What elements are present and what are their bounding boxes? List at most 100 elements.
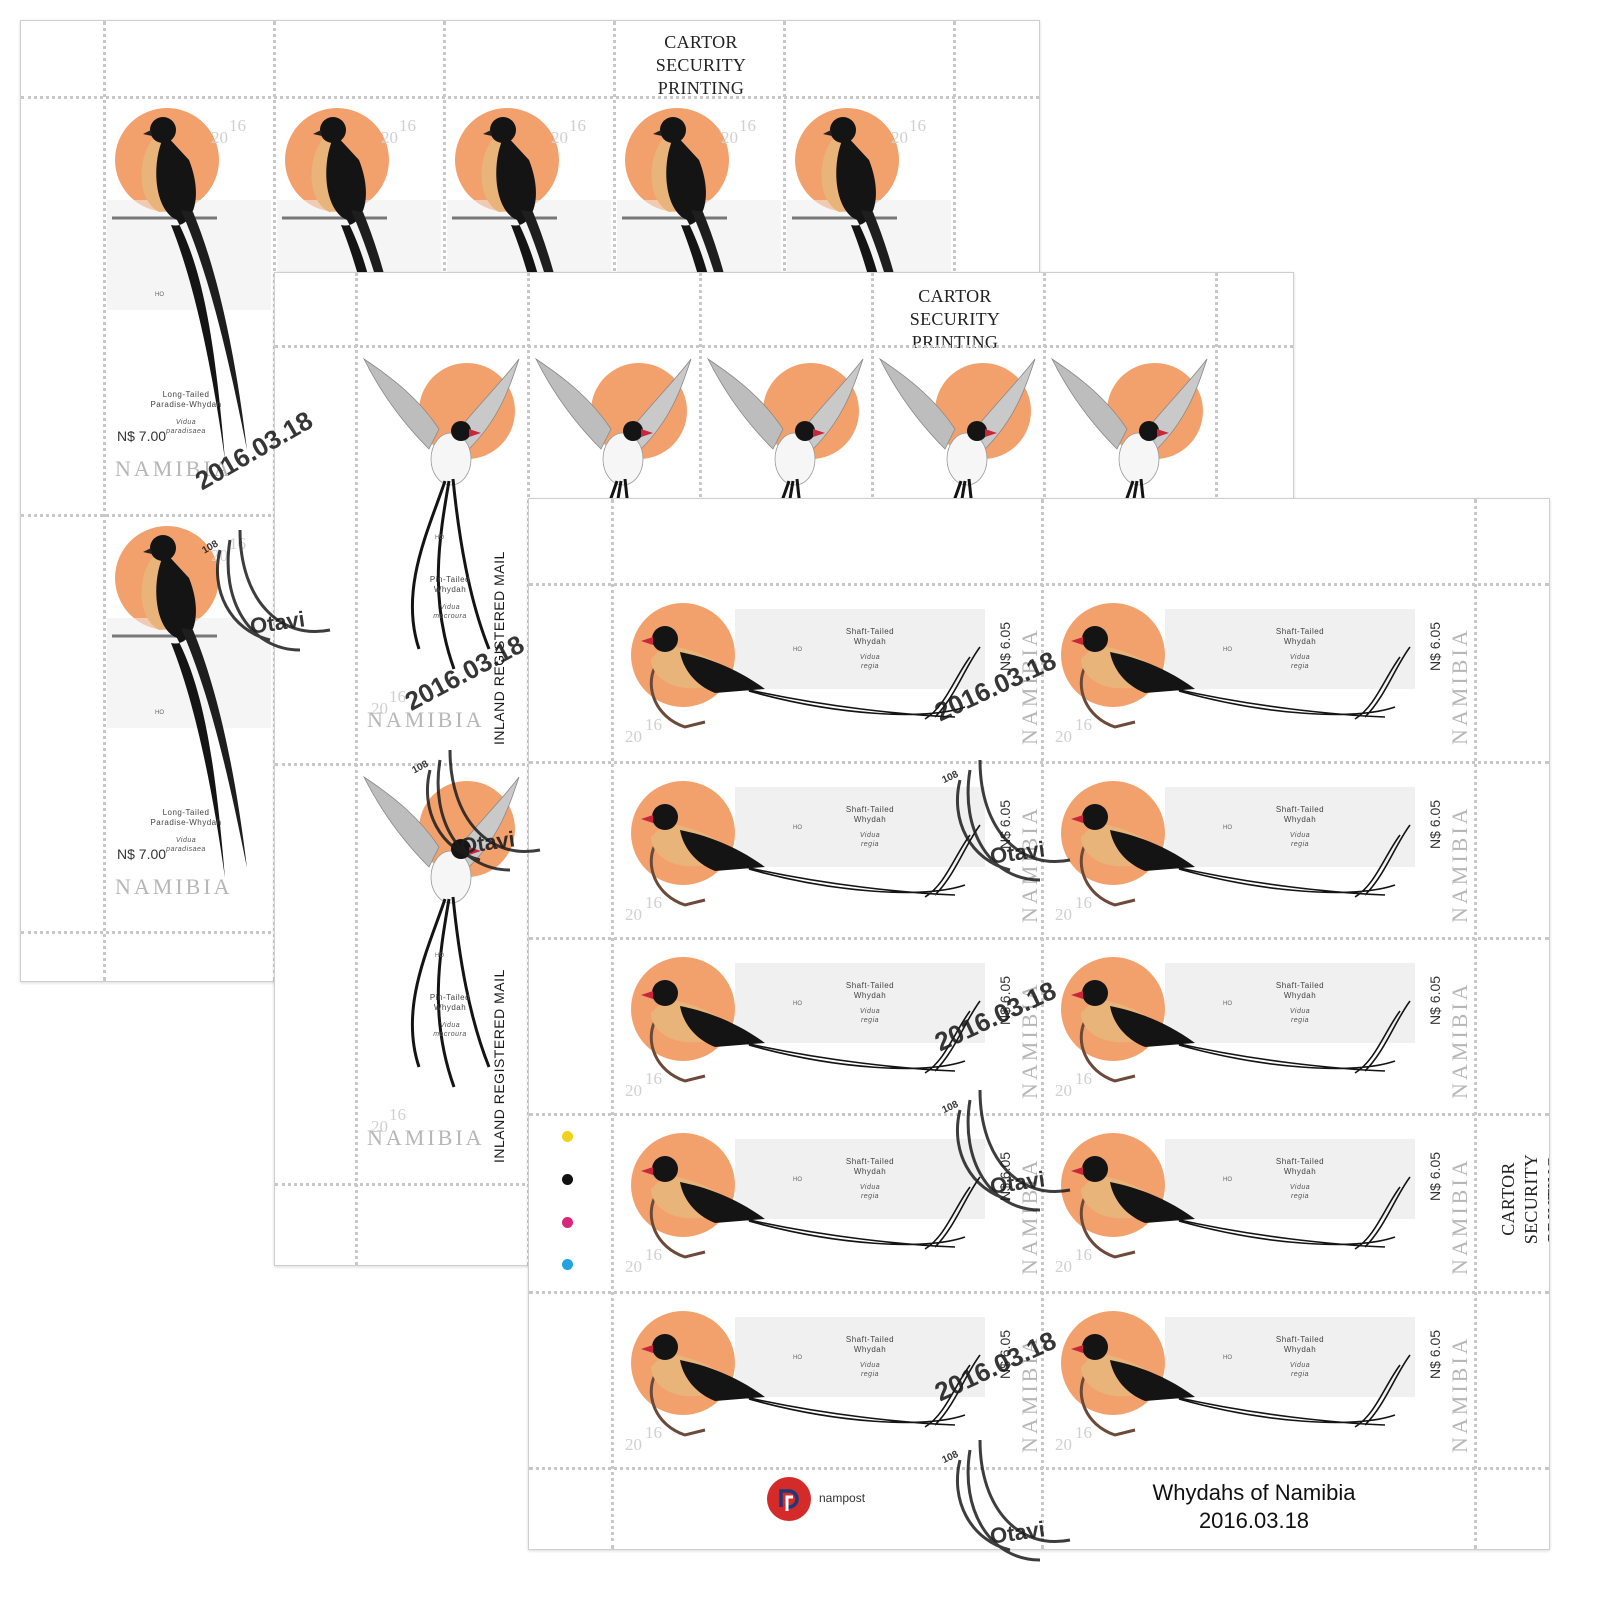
designer-initials: HO: [793, 1355, 802, 1361]
year-digits-left: 20: [381, 128, 398, 147]
common-name-line-2: Paradise-Whydah: [150, 818, 222, 827]
shaft-tailed-whydah-illustration: [1061, 957, 1415, 1083]
pin-tailed-whydah-illustration: [706, 357, 864, 670]
inland-registered-mail-label: INLAND REGISTERED MAIL: [491, 551, 507, 745]
scientific-name-line-1: Vidua: [859, 1184, 881, 1191]
year-digits-left: 20: [625, 727, 642, 746]
denomination: N$ 6.05: [1427, 1151, 1443, 1201]
designer-initials: HO: [1223, 1001, 1232, 1007]
shaft-tailed-whydah-illustration: [631, 781, 985, 907]
perforation-line: [529, 583, 1549, 586]
scientific-name-line-1: Vidua: [1289, 1008, 1311, 1015]
scientific-name-line-2: macroura: [433, 1031, 467, 1038]
common-name-line-1: Shaft-Tailed: [845, 805, 895, 814]
perforation-line: [529, 1291, 1549, 1294]
common-name-line-1: Shaft-Tailed: [1275, 805, 1325, 814]
country-name: NAMIBIA: [1447, 1335, 1469, 1453]
printer-line-2: SECURITY PRINTING: [655, 55, 747, 98]
shaft-tailed-whydah-illustration: [1061, 1311, 1415, 1437]
scientific-name-line-1: Vidua: [1289, 1184, 1311, 1191]
year-digits-right: 16: [1075, 715, 1092, 734]
year-digits-right: 16: [229, 116, 246, 135]
shaft-tailed-whydah-illustration: [1061, 1133, 1415, 1259]
common-name-line-2: Whydah: [853, 637, 887, 646]
common-name-line-2: Whydah: [853, 815, 887, 824]
registration-dot-yellow: [562, 1131, 573, 1142]
country-name: NAMIBIA: [1017, 1157, 1039, 1275]
perforation-line: [355, 273, 358, 1265]
designer-initials: HO: [793, 1177, 802, 1183]
scientific-name-line-2: regia: [860, 1193, 880, 1200]
common-name-line-1: Shaft-Tailed: [845, 1335, 895, 1344]
common-name-line-1: Pin-Tailed: [429, 575, 471, 584]
nampost-logo-text: nampost: [819, 1491, 866, 1505]
designer-initials: HO: [793, 1001, 802, 1007]
denomination: N$ 6.05: [997, 1151, 1013, 1201]
denomination: N$ 6.05: [1427, 799, 1443, 849]
shaft-tailed-whydah-illustration: [1061, 603, 1415, 729]
denomination: N$ 6.05: [997, 1329, 1013, 1379]
denomination: N$ 6.05: [997, 975, 1013, 1025]
caption-date: 2016.03.18: [1198, 1508, 1310, 1533]
year-digits-left: 20: [211, 128, 228, 147]
scientific-name-line-2: regia: [1290, 1193, 1310, 1200]
year-digits-right: 16: [739, 116, 756, 135]
year-digits-right: 16: [645, 1069, 662, 1088]
common-name-line-2: Whydah: [433, 585, 467, 594]
designer-initials: HO: [1223, 647, 1232, 653]
shaft-tailed-whydah-illustration: [631, 1133, 985, 1259]
caption-title: Whydahs of Namibia: [1152, 1480, 1356, 1505]
designer-initials: HO: [793, 825, 802, 831]
denomination: N$ 6.05: [997, 799, 1013, 849]
scientific-name-line-1: Vidua: [439, 1022, 461, 1029]
year-digits-right: 16: [1075, 1423, 1092, 1442]
scientific-name-line-2: macroura: [433, 613, 467, 620]
common-name-line-2: Whydah: [853, 1345, 887, 1354]
pin-tailed-whydah-illustration: [362, 357, 520, 670]
year-digits-left: 20: [371, 1117, 388, 1136]
common-name-line-2: Whydah: [1283, 815, 1317, 824]
printer-imprint: CARTOR SECURITY PRINTING: [1497, 1109, 1549, 1289]
perforation-line: [21, 96, 1039, 99]
year-digits-right: 16: [645, 1423, 662, 1442]
registration-dot-cyan: [562, 1259, 573, 1270]
designer-initials: HO: [155, 710, 164, 716]
shaft-tailed-whydah-illustration: [631, 957, 985, 1083]
country-name: NAMIBIA: [367, 1125, 485, 1150]
long-tailed-paradise-whydah-illustration: [107, 108, 271, 460]
country-name: NAMIBIA: [115, 456, 233, 481]
scientific-name-line-1: Vidua: [859, 832, 881, 839]
scientific-name-line-2: paradisaea: [166, 428, 206, 435]
country-name: NAMIBIA: [1447, 1157, 1469, 1275]
country-name: NAMIBIA: [115, 874, 233, 899]
designer-initials: HO: [435, 535, 444, 541]
year-digits-right: 16: [645, 715, 662, 734]
common-name-line-1: Shaft-Tailed: [845, 981, 895, 990]
scientific-name-line-1: Vidua: [859, 1362, 881, 1369]
common-name-line-1: Shaft-Tailed: [1275, 1157, 1325, 1166]
country-name: NAMIBIA: [1447, 981, 1469, 1099]
scientific-name-line-1: Vidua: [439, 604, 461, 611]
perforation-line: [529, 1467, 1549, 1470]
year-digits-left: 20: [1055, 1257, 1072, 1276]
designer-initials: HO: [155, 292, 164, 298]
scientific-name-line-1: Vidua: [1289, 654, 1311, 661]
perforation-line: [529, 1113, 1549, 1116]
common-name-line-1: Shaft-Tailed: [845, 627, 895, 636]
denomination: N$ 7.00: [117, 428, 167, 444]
denomination: N$ 7.00: [117, 846, 167, 862]
